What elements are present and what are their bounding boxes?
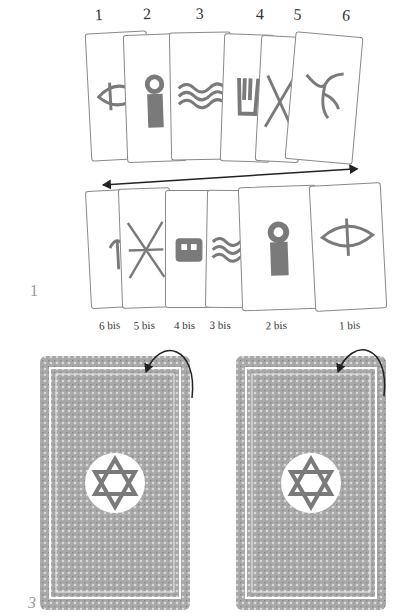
card-number: 4 bis (174, 319, 195, 331)
symbol-card: 1 bis (309, 182, 387, 312)
card-number: 3 (195, 5, 203, 23)
turn-over-arrow (338, 350, 385, 396)
card-number: 3 bis (210, 319, 231, 331)
card-symbol (239, 186, 319, 311)
card-back-right (236, 356, 386, 610)
card-symbol (310, 183, 386, 310)
symbol-card: 6 (285, 31, 364, 164)
card-number: 5 bis (133, 319, 154, 332)
card-number: 4 (256, 5, 265, 23)
symbol-card: 2 bis (238, 185, 320, 312)
card-number: 2 bis (265, 319, 286, 332)
card-symbol (286, 32, 363, 163)
card-number: 1 bis (339, 318, 361, 331)
card-number: 5 (293, 6, 302, 24)
figure-number: 1 (30, 282, 38, 300)
turn-over-arrow (146, 351, 193, 398)
card-number: 2 (143, 5, 152, 23)
caption-fragment: 3 (28, 594, 36, 612)
card-number: 1 (94, 6, 103, 24)
card-number: 6 bis (99, 319, 121, 332)
swap-arrow (103, 169, 358, 185)
card-back-left (40, 356, 190, 610)
card-number: 6 (341, 6, 351, 25)
